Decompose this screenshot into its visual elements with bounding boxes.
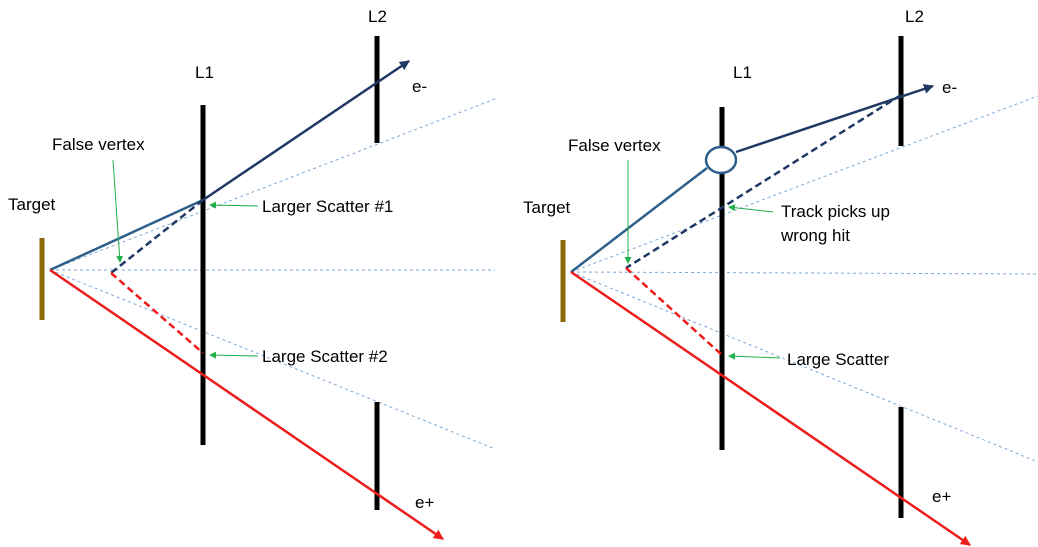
right-electron-label: e- — [942, 78, 957, 97]
right-positron-label: e+ — [932, 487, 951, 506]
left-false-vertex-label: False vertex — [52, 135, 145, 154]
right-electron-extrapolation — [625, 93, 902, 270]
left-scatter-top-label: Larger Scatter #1 — [262, 197, 393, 216]
left-guide-line-top — [49, 98, 496, 271]
left-electron-extrapolation — [110, 199, 204, 274]
right-scatter-bottom-label: Large Scatter — [787, 350, 889, 369]
left-false-vertex-arrow — [112, 159, 124, 263]
right-target-label: Target — [523, 198, 571, 217]
left-layer2-label: L2 — [368, 7, 387, 26]
right-layer2-label: L2 — [905, 7, 924, 26]
right-wrong-hit-arrow — [728, 204, 774, 213]
right-missed-hit-marker — [704, 145, 738, 175]
left-electron-label: e- — [412, 77, 427, 96]
right-false-vertex-label: False vertex — [568, 136, 661, 155]
left-scatter-bottom-arrow — [209, 351, 259, 359]
right-guide-line-bottom — [570, 271, 1038, 463]
left-target-label: Target — [8, 195, 56, 214]
right-layer1-label: L1 — [733, 63, 752, 82]
right-panel: Target L1 L2 False vertex e- e+ Track pi… — [523, 7, 1038, 547]
right-wrong-hit-label-line1: Track picks up — [781, 202, 890, 221]
left-guide-line-bottom — [49, 269, 496, 450]
right-wrong-hit-label-line2: wrong hit — [780, 226, 850, 245]
right-electron-track-inner — [570, 167, 708, 273]
left-electron-track-outer — [202, 59, 410, 202]
right-positron-track — [570, 270, 971, 547]
left-electron-track-inner — [49, 198, 204, 272]
left-panel: Target L1 L2 False vertex e- e+ Larger S… — [8, 7, 496, 541]
right-guide-line-top — [570, 95, 1038, 273]
left-positron-extrapolation — [110, 272, 204, 354]
left-layer1-label: L1 — [195, 63, 214, 82]
left-scatter-top-arrow — [209, 201, 259, 209]
right-scatter-bottom-arrow — [728, 352, 781, 360]
left-positron-track — [49, 268, 444, 541]
left-positron-label: e+ — [415, 493, 434, 512]
left-scatter-bottom-label: Large Scatter #2 — [262, 347, 388, 366]
right-guide-line-center — [570, 271, 1038, 275]
